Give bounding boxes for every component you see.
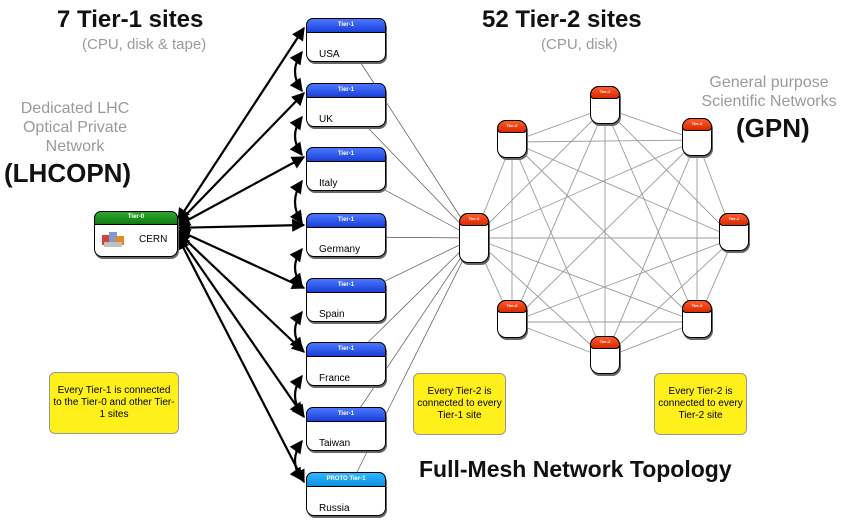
tier1-site-spain: Tier-1 Spain (306, 278, 386, 322)
tier2-header: Tier-2 (682, 118, 712, 131)
tier2-site-right: Tier-2 (719, 213, 749, 251)
lhcopn-line-3: Network (45, 138, 105, 155)
tier1-tier1-link (289, 439, 303, 482)
tier0-site-cern: Tier-0 CERN (94, 211, 178, 257)
tier2-site-lower-left: Tier-2 (497, 300, 527, 338)
tier1-header: Tier-1 (306, 18, 386, 33)
tier1-subtitle: (CPU, disk & tape) (82, 36, 207, 53)
tier1-label: UK (319, 114, 333, 125)
gpn-abbr: (GPN) (736, 113, 810, 143)
gpn-line-1: General purpose (709, 74, 829, 91)
tier0-tier1-link (177, 92, 305, 224)
tier1-site-uk: Tier-1 UK (306, 83, 386, 127)
tier1-label: Italy (319, 178, 338, 189)
tier2-mesh-link (604, 321, 698, 359)
tier0-tier1-link (177, 233, 305, 419)
tier2-mesh-link (473, 139, 698, 239)
tier2-site-bottom: Tier-2 (590, 336, 620, 374)
tier2-mesh-link (511, 107, 606, 323)
proto-tier1-header: PROTO Tier-1 (306, 472, 386, 487)
tier1-site-france: Tier-1 France (306, 342, 386, 386)
tier1-tier1-link (289, 374, 303, 417)
lhcopn-description: Dedicated LHC Optical Private Network (20, 99, 130, 156)
tier1-site-italy: Tier-1 Italy (306, 147, 386, 191)
tier1-site-russia: PROTO Tier-1 Russia (306, 472, 386, 516)
tier2-site-hub: Tier-2 (459, 213, 489, 263)
tier0-label: CERN (139, 234, 168, 245)
tier2-header: Tier-2 (590, 336, 620, 349)
tier2-mesh-link (604, 237, 735, 359)
tier0-tier1-link (176, 218, 306, 235)
tier2-site-top: Tier-2 (590, 86, 620, 124)
tier1-label: Russia (319, 503, 350, 514)
tier0-tier1-link (176, 156, 306, 227)
tier1-header: Tier-1 (306, 278, 386, 293)
tier2-mesh-link (511, 237, 735, 323)
tier1-header: Tier-1 (306, 407, 386, 422)
tier0-tier1-link (177, 236, 305, 484)
tier2-mesh-link (473, 107, 606, 239)
tier1-tier2-link (345, 39, 475, 239)
tier2-site-lower-right: Tier-2 (682, 300, 712, 338)
tier2-header: Tier-2 (459, 213, 489, 226)
tier1-site-taiwan: Tier-1 Taiwan (306, 407, 386, 451)
tier2-subtitle: (CPU, disk) (541, 36, 618, 53)
tier1-label: Spain (319, 309, 345, 320)
lhcopn-abbr: (LHCOPN) (4, 158, 132, 188)
gpn-description: General purpose Scientific Networks (684, 73, 850, 111)
tier1-tier1-link (289, 115, 303, 157)
gpn-line-2: Scientific Networks (701, 93, 837, 110)
tier1-header: Tier-1 (306, 213, 386, 228)
tier2-header: Tier-2 (497, 300, 527, 313)
mesh-note: Every Tier-2 is connected to every Tier-… (654, 373, 747, 435)
cern-logo-icon (102, 232, 124, 247)
tier1-label: France (319, 373, 351, 384)
tier2-site-upper-left: Tier-2 (497, 120, 527, 158)
tier1-site-germany: Tier-1 Germany (306, 213, 386, 257)
tier2-note: Every Tier-2 is connected to every Tier-… (413, 373, 506, 435)
tier0-tier1-link (176, 229, 306, 290)
tier2-mesh-link (473, 237, 698, 323)
tier1-tier1-link (289, 50, 303, 93)
tier1-tier1-link (289, 247, 303, 288)
tier2-title: 52 Tier-2 sites (482, 6, 642, 33)
tier1-header: Tier-1 (306, 342, 386, 357)
tier0-header: Tier-0 (94, 211, 178, 225)
tier2-mesh-link (511, 141, 698, 323)
mesh-topology-title: Full-Mesh Network Topology (419, 456, 732, 482)
tier2-header: Tier-2 (590, 86, 620, 99)
tier2-site-upper-right: Tier-2 (682, 118, 712, 156)
tier2-mesh-link (511, 139, 698, 323)
tier2-header: Tier-2 (719, 213, 749, 226)
tier2-mesh-link (511, 139, 698, 143)
tier2-header: Tier-2 (682, 300, 712, 313)
tier2-mesh-link (604, 107, 735, 239)
tier1-tier2-link (345, 237, 475, 430)
tier1-site-usa: Tier-1 USA (306, 18, 386, 62)
tier1-tier2-link (345, 237, 475, 495)
tier2-mesh-link (511, 141, 735, 239)
tier2-mesh-link (604, 107, 698, 141)
tier1-header: Tier-1 (306, 83, 386, 98)
tier0-tier1-link (177, 231, 305, 353)
tier1-tier1-link (289, 179, 303, 225)
tier2-mesh-link (511, 107, 606, 143)
lhcopn-line-2: Optical Private (22, 119, 128, 136)
tier1-label: Taiwan (319, 438, 351, 449)
tier1-tier1-link (289, 310, 303, 352)
tier1-tier2-link (345, 104, 475, 239)
tier2-header: Tier-2 (497, 120, 527, 133)
tier2-mesh-link (511, 321, 606, 359)
lhcopn-line-1: Dedicated LHC (20, 100, 130, 117)
tier1-label: Germany (319, 244, 361, 255)
tier1-label: USA (319, 49, 340, 60)
tier1-header: Tier-1 (306, 147, 386, 162)
tier1-note: Every Tier-1 is connected to the Tier-0 … (49, 372, 179, 434)
tier2-mesh-link (473, 237, 606, 359)
